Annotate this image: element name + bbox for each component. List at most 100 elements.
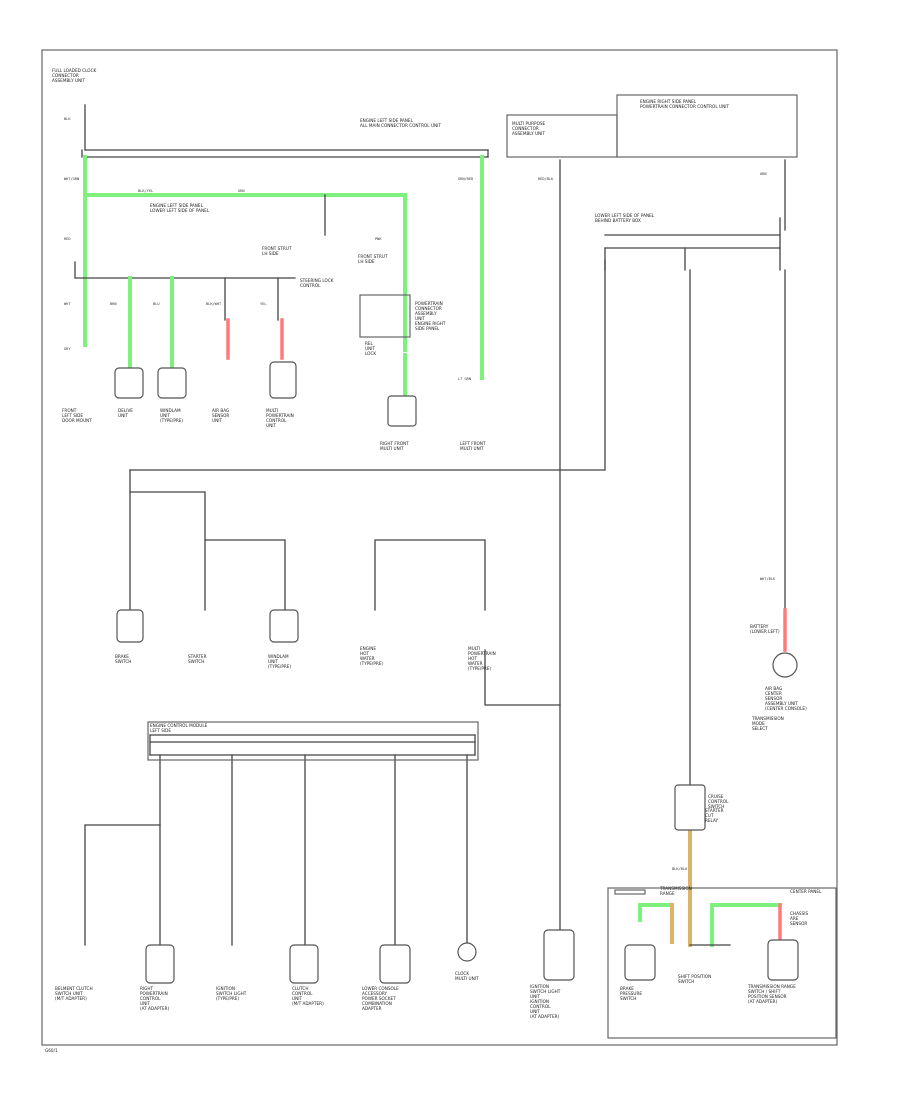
transmission-range-switch [767, 939, 799, 981]
windlam-unit-upper [157, 367, 187, 399]
right-splice-bar [604, 234, 781, 249]
code-c10: BLK/WHT [206, 302, 222, 306]
delive-unit [114, 367, 144, 399]
starter-branch-wire [129, 491, 206, 611]
code-c16: ORN [760, 172, 767, 176]
top-bus-wire [84, 149, 489, 158]
windlam-branch-wire [204, 539, 286, 611]
center-join-wire [484, 649, 561, 706]
steering-lock-box [359, 294, 411, 338]
components [114, 361, 799, 984]
ignition-switch-light-unit [543, 929, 575, 981]
label-l27: CENTER PANEL [790, 889, 822, 894]
right-powertrain-unit [145, 944, 175, 984]
engine-hot-branch-wire [374, 539, 486, 611]
right-splice-drops [604, 247, 781, 271]
splice-bar-wire [74, 261, 296, 279]
brake-switch [116, 609, 144, 643]
clutch-control-unit [289, 944, 319, 984]
lower-console-unit [379, 944, 411, 984]
lower-bus-box [147, 721, 479, 761]
engine-right-panel-box [616, 94, 798, 158]
code-c12: PNK [375, 237, 382, 241]
bottom-right-green-right [710, 903, 782, 947]
label-l23: BATTERY(LOWER LEFT) [750, 624, 780, 634]
code-c01: BLK [64, 117, 71, 121]
multi-powertrain-unit [269, 361, 297, 399]
clock-multi-unit [457, 942, 477, 962]
wire-codes: BLK WHT/GRN BLK/YEL GRN RED WHT GRY BRN … [64, 117, 776, 871]
code-c18: BLK/BLU [672, 867, 687, 871]
code-c08: BRN [110, 302, 117, 306]
lower-bus-ends [149, 734, 476, 756]
splice-green-drops [128, 276, 174, 372]
clutch-branch-wire [84, 824, 161, 946]
page-number: G60/1 [45, 1048, 58, 1053]
code-c04: GRN [238, 189, 245, 193]
code-c09: BLU [153, 302, 160, 306]
diagram-border [41, 49, 838, 1046]
splice-red-drops [226, 318, 284, 360]
windlam-unit-lower [269, 609, 299, 643]
top-bus-end [81, 149, 489, 158]
mid-cross-wire [129, 259, 606, 471]
code-c03: BLK/YEL [138, 189, 153, 193]
code-c11: YEL [260, 302, 267, 306]
right-front-multi-unit [387, 395, 417, 427]
code-c15: RED/BLK [538, 177, 554, 181]
splice-black-drops [224, 277, 279, 321]
center-panel-box [607, 887, 837, 1039]
lower-bus-wire [149, 734, 476, 756]
code-c13: GRN/RED [458, 177, 473, 181]
code-c06: WHT [64, 302, 71, 306]
code-c05: RED [64, 237, 71, 241]
code-c17: WHT/BLK [760, 577, 776, 581]
battery [772, 652, 798, 678]
center-panel-tab [614, 889, 646, 895]
cruise-control-switch [674, 784, 706, 831]
code-c14: LT GRN [458, 377, 471, 381]
bottom-right-green-left [638, 903, 674, 922]
